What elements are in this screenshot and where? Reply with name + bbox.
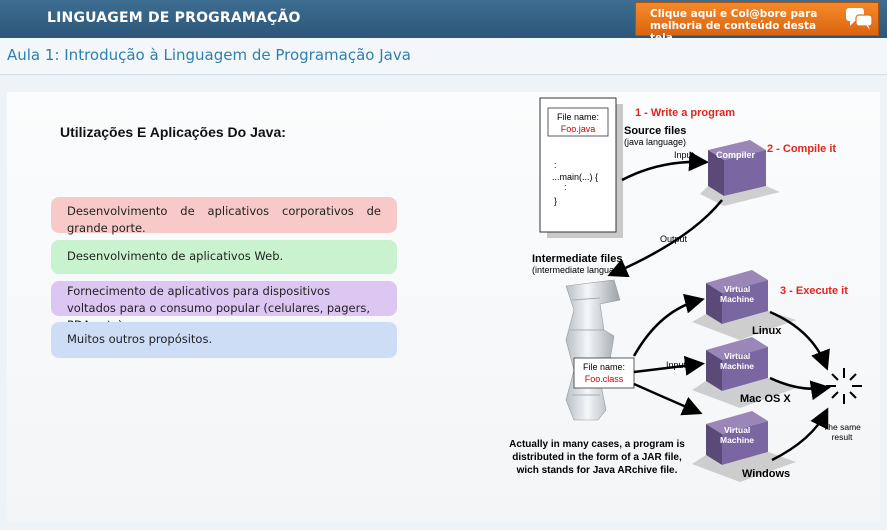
step2-label: 2 - Compile it: [767, 143, 836, 155]
input-label-2: Input: [666, 360, 687, 370]
input-label-1: Input: [674, 150, 695, 160]
use-card-devices: Fornecimento de aplicativos para disposi…: [51, 281, 397, 332]
svg-text:Mac OS X: Mac OS X: [740, 393, 791, 405]
svg-text:Machine: Machine: [720, 361, 754, 371]
note-line-3: wich stands for Java ARchive file.: [516, 465, 678, 476]
class-file-box: [573, 357, 635, 389]
svg-text:Virtual: Virtual: [724, 425, 750, 435]
svg-text:File name:: File name:: [583, 362, 625, 372]
svg-text::: :: [554, 160, 557, 170]
svg-text::: :: [564, 182, 567, 192]
source-files-sub: (java language): [624, 137, 686, 147]
step3-label: 3 - Execute it: [780, 285, 848, 297]
note-line-2: distributed in the form of a JAR file,: [512, 452, 682, 463]
vm-windows: Virtual Machine Windows: [692, 411, 796, 482]
svg-text:Foo.class: Foo.class: [585, 374, 624, 384]
svg-text:Windows: Windows: [742, 468, 790, 480]
step1-label: 1 - Write a program: [635, 107, 735, 119]
bottom-strip: [0, 524, 887, 530]
svg-text:Compiler: Compiler: [716, 150, 756, 160]
svg-text:Linux: Linux: [752, 325, 782, 337]
svg-text:File name:: File name:: [557, 112, 599, 122]
chat-icon: [846, 8, 873, 30]
svg-text:Virtual: Virtual: [724, 351, 750, 361]
intermediate-stack: [565, 279, 621, 421]
intermediate-sub: (intermediate language): [532, 265, 627, 275]
svg-text:Machine: Machine: [720, 294, 754, 304]
svg-text:Machine: Machine: [720, 435, 754, 445]
intermediate-files-label: Intermediate files: [532, 253, 622, 265]
output-label: Output: [660, 234, 688, 244]
svg-text:}: }: [554, 196, 557, 206]
svg-text:Virtual: Virtual: [724, 284, 750, 294]
use-card-other: Muitos outros propósitos.: [51, 322, 397, 358]
svg-text:...main(...) {: ...main(...) {: [552, 172, 598, 182]
result-label-1: The same: [823, 422, 861, 432]
note-line-1: Actually in many cases, a program is: [509, 439, 685, 450]
result-label-2: result: [832, 432, 853, 442]
course-title: LINGUAGEM DE PROGRAMAÇÃO: [47, 10, 301, 26]
use-card-web: Desenvolvimento de aplicativos Web.: [51, 240, 397, 274]
lesson-title: Aula 1: Introdução à Linguagem de Progra…: [7, 46, 411, 64]
source-file-doc: File name: Foo.java : ...main(...) { : }: [539, 97, 623, 238]
vm-macos: Virtual Machine Mac OS X: [692, 337, 796, 408]
lesson-header: Aula 1: Introdução à Linguagem de Progra…: [0, 38, 887, 75]
use-card-corporate: Desenvolvimento de aplicativos corporati…: [51, 197, 397, 235]
result-burst-icon: [826, 368, 862, 404]
section-heading: Utilizações E Aplicações Do Java:: [60, 124, 286, 140]
svg-text:Foo.java: Foo.java: [561, 124, 596, 134]
vm-linux: Virtual Machine Linux: [692, 270, 796, 340]
source-files-label: Source files: [624, 125, 686, 137]
